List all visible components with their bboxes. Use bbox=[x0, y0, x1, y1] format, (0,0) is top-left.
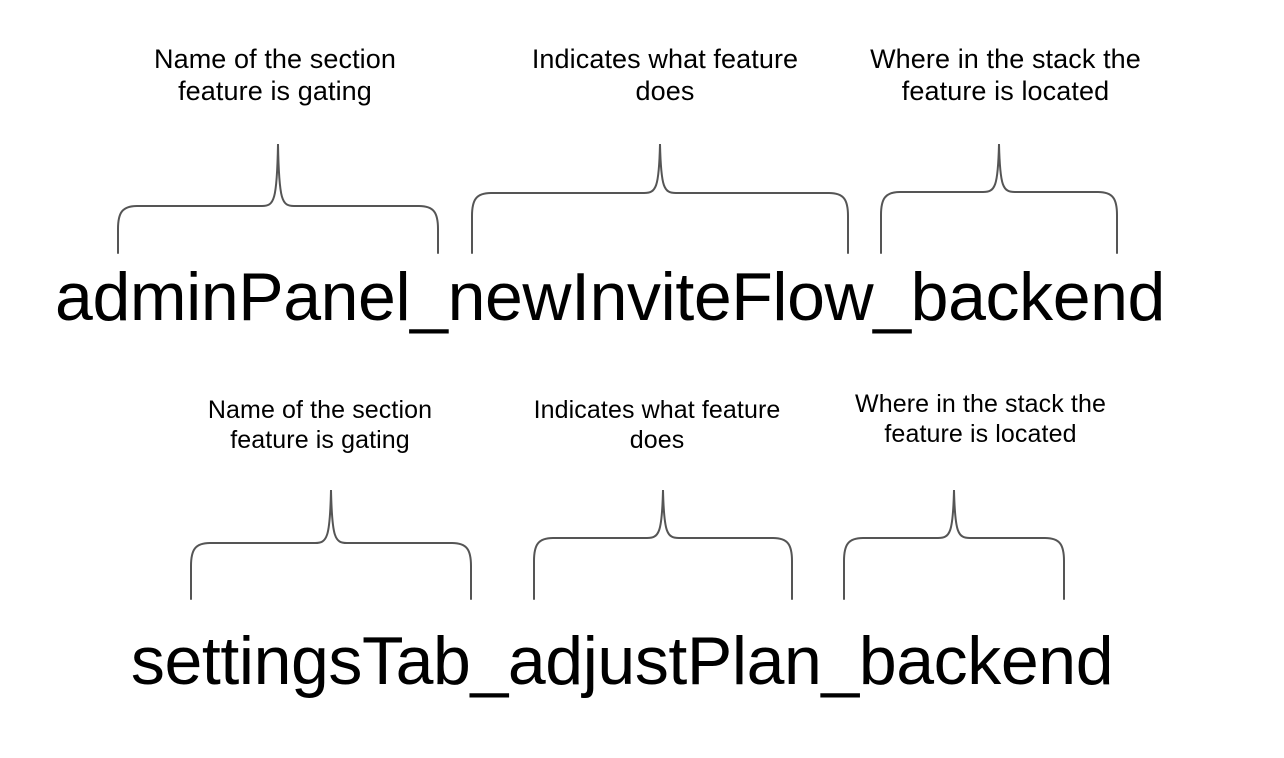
identifier-row2: settingsTab_adjustPlan_backend bbox=[130, 623, 1114, 699]
caption-row2-segment1: Name of the section feature is gating bbox=[207, 396, 433, 454]
caption-row1-segment3: Where in the stack the feature is locate… bbox=[870, 44, 1141, 106]
brace-row1-segment1 bbox=[117, 143, 439, 253]
caption-row2-segment3: Where in the stack the feature is locate… bbox=[855, 390, 1106, 448]
brace-row2-segment3 bbox=[843, 489, 1065, 599]
caption-row1-segment2: Indicates what feature does bbox=[531, 44, 799, 106]
caption-row1-segment1: Name of the section feature is gating bbox=[153, 44, 397, 106]
identifier-row1: adminPanel_newInviteFlow_backend bbox=[55, 259, 1165, 335]
brace-row2-segment2 bbox=[533, 489, 793, 599]
caption-row2-segment2: Indicates what feature does bbox=[533, 396, 781, 454]
brace-row2-segment1 bbox=[190, 489, 472, 599]
brace-row1-segment3 bbox=[880, 143, 1118, 253]
brace-row1-segment2 bbox=[471, 143, 849, 253]
